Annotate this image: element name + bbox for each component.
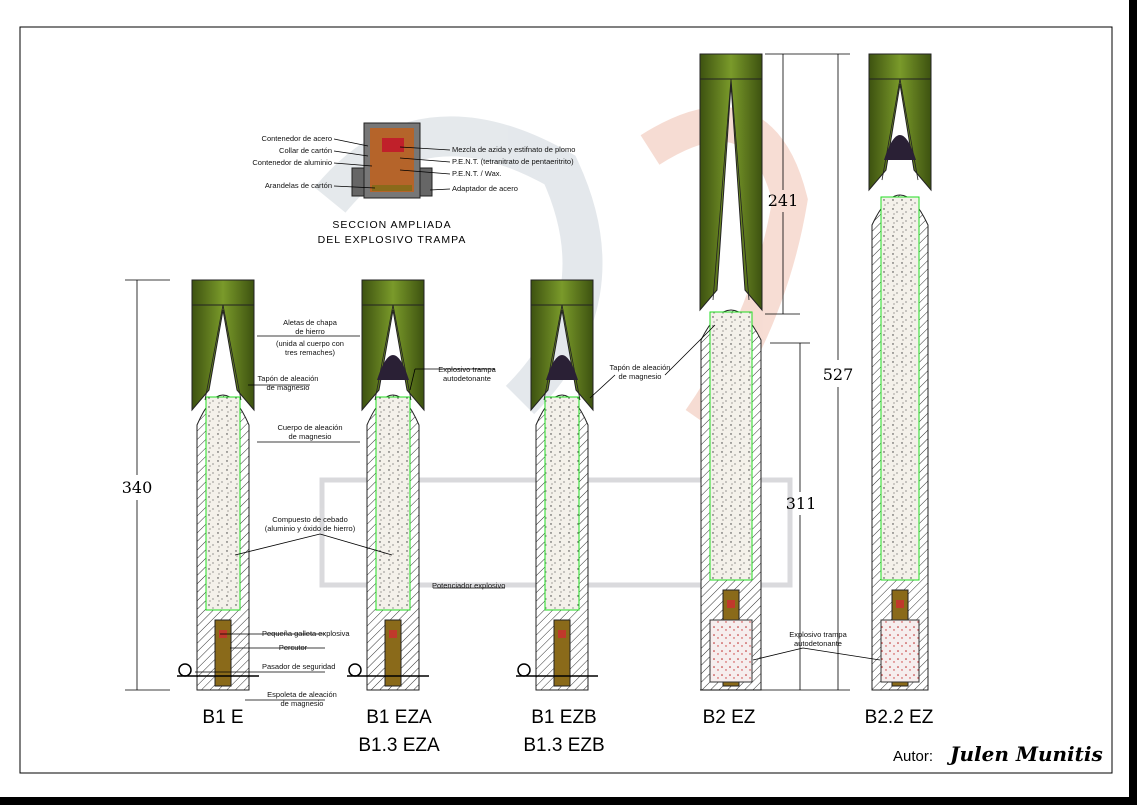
- callout-trampa-1: Explosivo trampa: [438, 365, 496, 374]
- tail-fins: [530, 304, 594, 412]
- bomb-b1ezb: [516, 279, 598, 691]
- bomb-name-b1eza: B1 EZA: [366, 707, 432, 728]
- callout-espoleta-1: Espoleta de aleación: [267, 690, 337, 699]
- tail-fin-top: [699, 53, 763, 80]
- callout-compuesto-2: (aluminio y óxido de hierro): [265, 524, 356, 533]
- dimension-311: 311: [786, 494, 817, 513]
- dimension-lines: [125, 53, 850, 691]
- detonator: [558, 630, 566, 638]
- bomb-b22ez: [868, 53, 932, 691]
- callout-compuesto-1: Compuesto de cebado: [272, 515, 347, 524]
- tail-fin-top: [868, 53, 932, 80]
- tail-fin-top: [191, 279, 255, 306]
- section-detail: [351, 122, 433, 199]
- bomb-name-b1ezb: B1 EZB: [531, 707, 596, 728]
- tail-fins: [361, 304, 425, 412]
- callout-espoleta-2: de magnesio: [281, 699, 324, 708]
- callout-tapon-b2-2: de magnesio: [619, 372, 662, 381]
- detonator: [896, 600, 904, 608]
- section-labels-right: Mezcla de azida y estifnato de plomo P.E…: [399, 145, 575, 193]
- callout-trampa-b2-2: autodetonante: [794, 639, 842, 648]
- label-pent: P.E.N.T. (tetranitrato de pentaeritrito): [452, 157, 574, 166]
- filler-charge: [375, 396, 411, 611]
- section-labels-left: Contenedor de acero Collar de cartón Con…: [252, 134, 376, 190]
- label-collar-carton: Collar de cartón: [279, 146, 332, 155]
- callout-pasador: Pasador de seguridad: [262, 662, 335, 671]
- drawing-frame: [19, 26, 1113, 774]
- trap-explosive-cap: [546, 355, 578, 380]
- callout-cuerpo-2: de magnesio: [289, 432, 332, 441]
- bomb-name-b13ezb: B1.3 EZB: [523, 735, 604, 756]
- fin-edges: [374, 304, 412, 401]
- label-pent-wax: P.E.N.T. / Wax.: [452, 169, 502, 178]
- trap-explosive-cap: [884, 135, 916, 160]
- callout-trampa-2: autodetonante: [443, 374, 491, 383]
- callout-tapon-2: de magnesio: [267, 383, 310, 392]
- callout-galleta: Pequeña galleta explosiva: [262, 629, 350, 638]
- filler-charge: [709, 311, 753, 581]
- label-arandelas-carton: Arandelas de cartón: [265, 181, 332, 190]
- label-contenedor-acero: Contenedor de acero: [262, 134, 332, 143]
- callout-text: de hierro: [295, 327, 325, 336]
- tail-fins: [868, 78, 932, 192]
- fin-edges: [204, 304, 242, 401]
- fin-edges: [712, 78, 750, 301]
- filler-charge: [205, 396, 241, 611]
- callout-leaders: [195, 324, 881, 701]
- dimension-340: 340: [122, 478, 153, 497]
- section-title-line2: DEL EXPLOSIVO TRAMPA: [318, 234, 467, 246]
- author-label: Autor:: [893, 748, 933, 765]
- label-mezcla-azida: Mezcla de azida y estifnato de plomo: [452, 145, 575, 154]
- fin-edges: [881, 78, 919, 181]
- detonator: [389, 630, 397, 638]
- callout-tapon-1: Tapón de aleación: [258, 374, 319, 383]
- callout-text: tres remaches): [285, 348, 336, 357]
- lower-charge: [880, 619, 920, 683]
- bomb-b1eza: [347, 279, 429, 691]
- detonator: [727, 600, 735, 608]
- callout-text: (unida al cuerpo con: [276, 339, 344, 348]
- dimension-241: 241: [768, 191, 799, 210]
- callout-text: Aletas de chapa: [283, 318, 338, 327]
- callout-aletas: Aletas de chapa de hierro (unida al cuer…: [276, 318, 344, 357]
- filler-charge: [544, 396, 580, 611]
- pin-ring: [517, 663, 531, 677]
- tail-fins: [191, 304, 255, 412]
- callout-trampa-b2-1: Explosivo trampa: [789, 630, 847, 639]
- section-title-line1: SECCION AMPLIADA: [332, 219, 451, 231]
- bomb-name-b22ez: B2.2 EZ: [865, 707, 934, 728]
- callout-percutor: Percutor: [279, 643, 308, 652]
- tail-fin-top: [361, 279, 425, 306]
- bomb-b1e: [177, 279, 259, 691]
- bomb-name-b1e: B1 E: [202, 707, 243, 728]
- lower-charge: [709, 619, 753, 683]
- callout-potenciador: Potenciador explosivo: [432, 581, 505, 590]
- callout-tapon-b2-1: Tapón de aleación: [610, 363, 671, 372]
- pin-ring: [348, 663, 362, 677]
- bomb-name-b13eza: B1.3 EZA: [358, 735, 440, 756]
- author-signature: Julen Munitis: [946, 742, 1103, 766]
- label-adaptador-acero: Adaptador de acero: [452, 184, 518, 193]
- filler-charge: [880, 196, 920, 581]
- dimension-527: 527: [823, 365, 854, 384]
- fin-edges: [543, 304, 581, 401]
- bomb-name-b2ez: B2 EZ: [703, 707, 756, 728]
- tail-fin-top: [530, 279, 594, 306]
- bomb-b2ez: [699, 53, 763, 691]
- tail-fins: [699, 78, 763, 312]
- pin-ring: [178, 663, 192, 677]
- callout-cuerpo-1: Cuerpo de aleación: [277, 423, 342, 432]
- label-contenedor-aluminio: Contenedor de aluminio: [252, 158, 332, 167]
- trap-explosive-cap: [377, 355, 409, 380]
